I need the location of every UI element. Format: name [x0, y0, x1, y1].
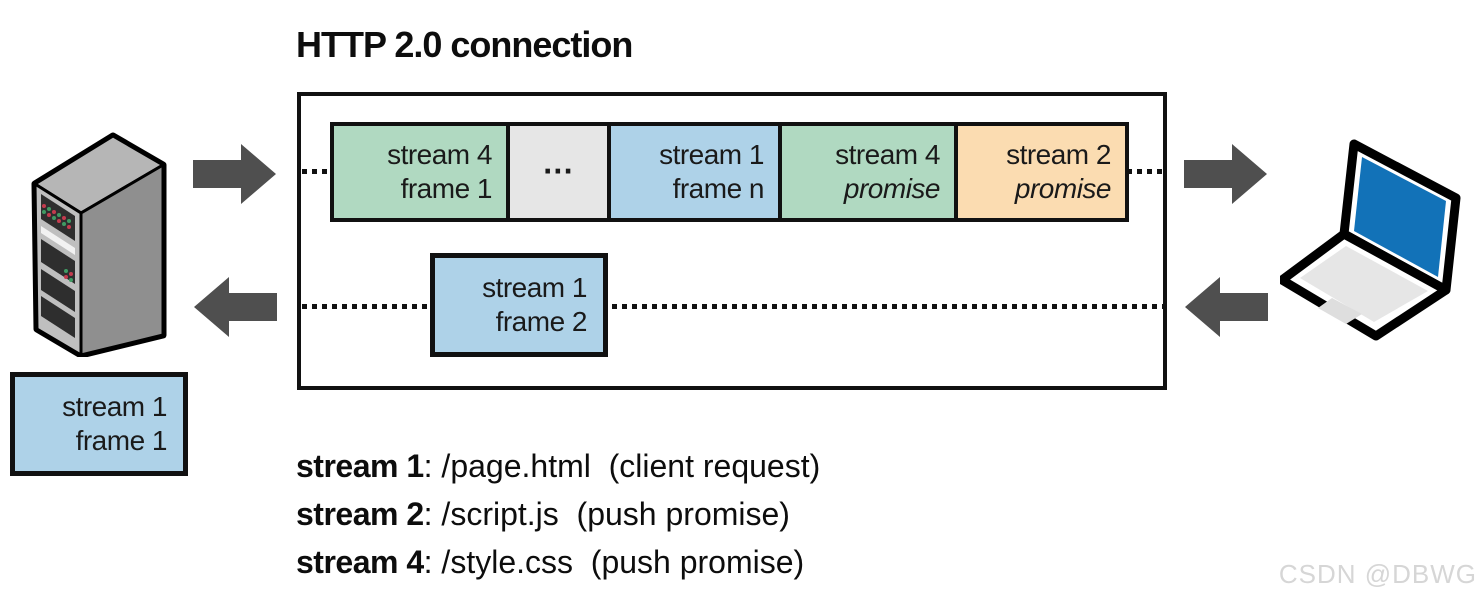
stream-legend: stream 1: /page.html (client request) st…: [296, 442, 820, 586]
arrow-right-icon: [1184, 144, 1267, 204]
ellipsis-label: ···: [543, 153, 574, 190]
frame-label: frame 1: [400, 173, 493, 204]
watermark: CSDN @DBWG: [1278, 559, 1477, 589]
frame-label: frame 2: [495, 306, 588, 337]
diagram-title: HTTP 2.0 connection: [296, 24, 633, 65]
frame-label: stream 4: [387, 138, 492, 170]
frame-label-promise: promise: [843, 173, 941, 204]
legend-stream-label: stream 2: [296, 496, 424, 532]
arrow-left-icon: [194, 277, 277, 337]
dotted-stream-line: [302, 169, 332, 174]
legend-item-stream1: stream 1: /page.html (client request): [296, 442, 820, 490]
dotted-stream-line: [1127, 169, 1164, 174]
frame-label: stream 1: [659, 138, 764, 170]
legend-stream-desc: : /page.html (client request): [423, 448, 821, 484]
legend-stream-desc: : /style.css (push promise): [423, 544, 805, 580]
dotted-stream-line: [302, 304, 1163, 309]
legend-stream-label: stream 4: [296, 544, 424, 580]
legend-item-stream2: stream 2: /script.js (push promise): [296, 490, 820, 538]
frame-label: stream 4: [835, 138, 940, 170]
legend-stream-desc: : /script.js (push promise): [423, 496, 790, 532]
arrow-right-icon: [193, 144, 276, 204]
frames-row: stream 4 frame 1 ··· stream 1 frame n st…: [330, 122, 1129, 222]
frame-stream1-frame1: stream 1 frame 1: [10, 372, 188, 476]
arrow-left-icon: [1185, 277, 1268, 337]
frame-stream1-frame2: stream 1 frame 2: [430, 253, 608, 357]
frame-label: frame 1: [75, 425, 168, 456]
frame-label: frame n: [672, 173, 765, 204]
legend-item-stream4: stream 4: /style.css (push promise): [296, 538, 820, 586]
laptop-icon: [1280, 139, 1461, 341]
server-led-lights: [42, 204, 71, 229]
frame-stream4-promise: stream 4 promise: [778, 122, 958, 222]
frame-ellipsis: ···: [506, 122, 611, 222]
frame-label: stream 2: [1006, 138, 1111, 170]
frame-label: stream 1: [62, 390, 167, 422]
frame-stream4-frame1: stream 4 frame 1: [330, 122, 510, 222]
server-led-lights-2: [64, 269, 73, 282]
legend-stream-label: stream 1: [296, 448, 424, 484]
frame-label-promise: promise: [1014, 173, 1112, 204]
server-icon: [31, 132, 167, 357]
frame-stream1-frame-n: stream 1 frame n: [607, 122, 782, 222]
frame-label: stream 1: [482, 271, 587, 303]
frame-stream2-promise: stream 2 promise: [954, 122, 1129, 222]
